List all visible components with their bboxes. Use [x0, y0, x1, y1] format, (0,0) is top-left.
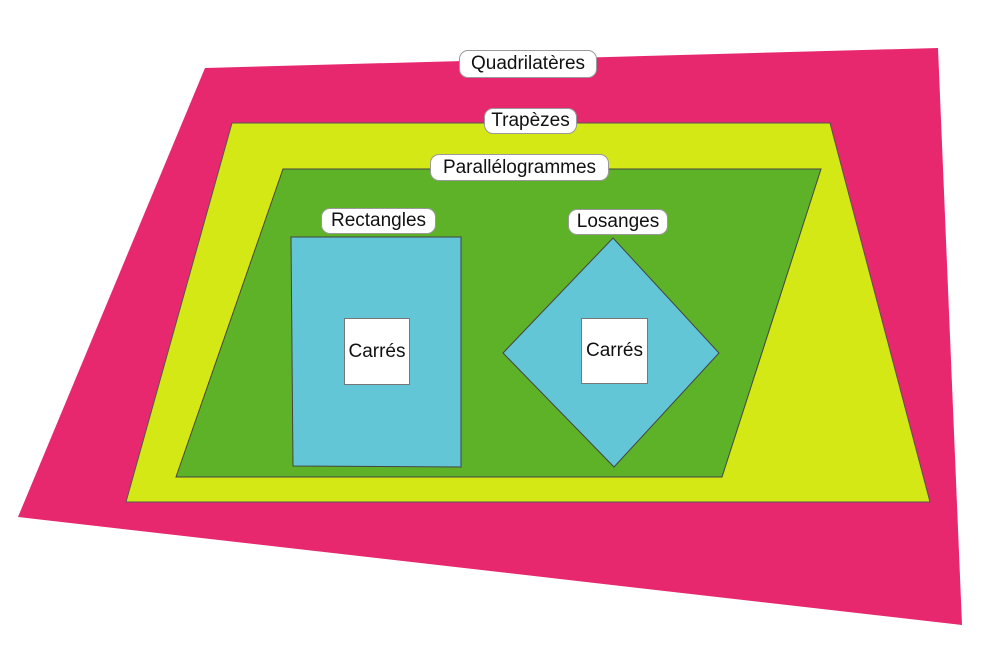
rectangles-label: Rectangles [321, 208, 436, 234]
trapezoids-label: Trapèzes [484, 108, 577, 134]
parallelograms-label: Parallélogrammes [430, 154, 609, 181]
rhombuses-label: Losanges [568, 209, 668, 235]
squares-in-rhombuses: Carrés [581, 318, 648, 384]
parallelograms-region [175, 168, 822, 478]
squares-in-rectangles: Carrés [344, 318, 410, 385]
quadrilaterals-label: Quadrilatères [459, 50, 597, 78]
